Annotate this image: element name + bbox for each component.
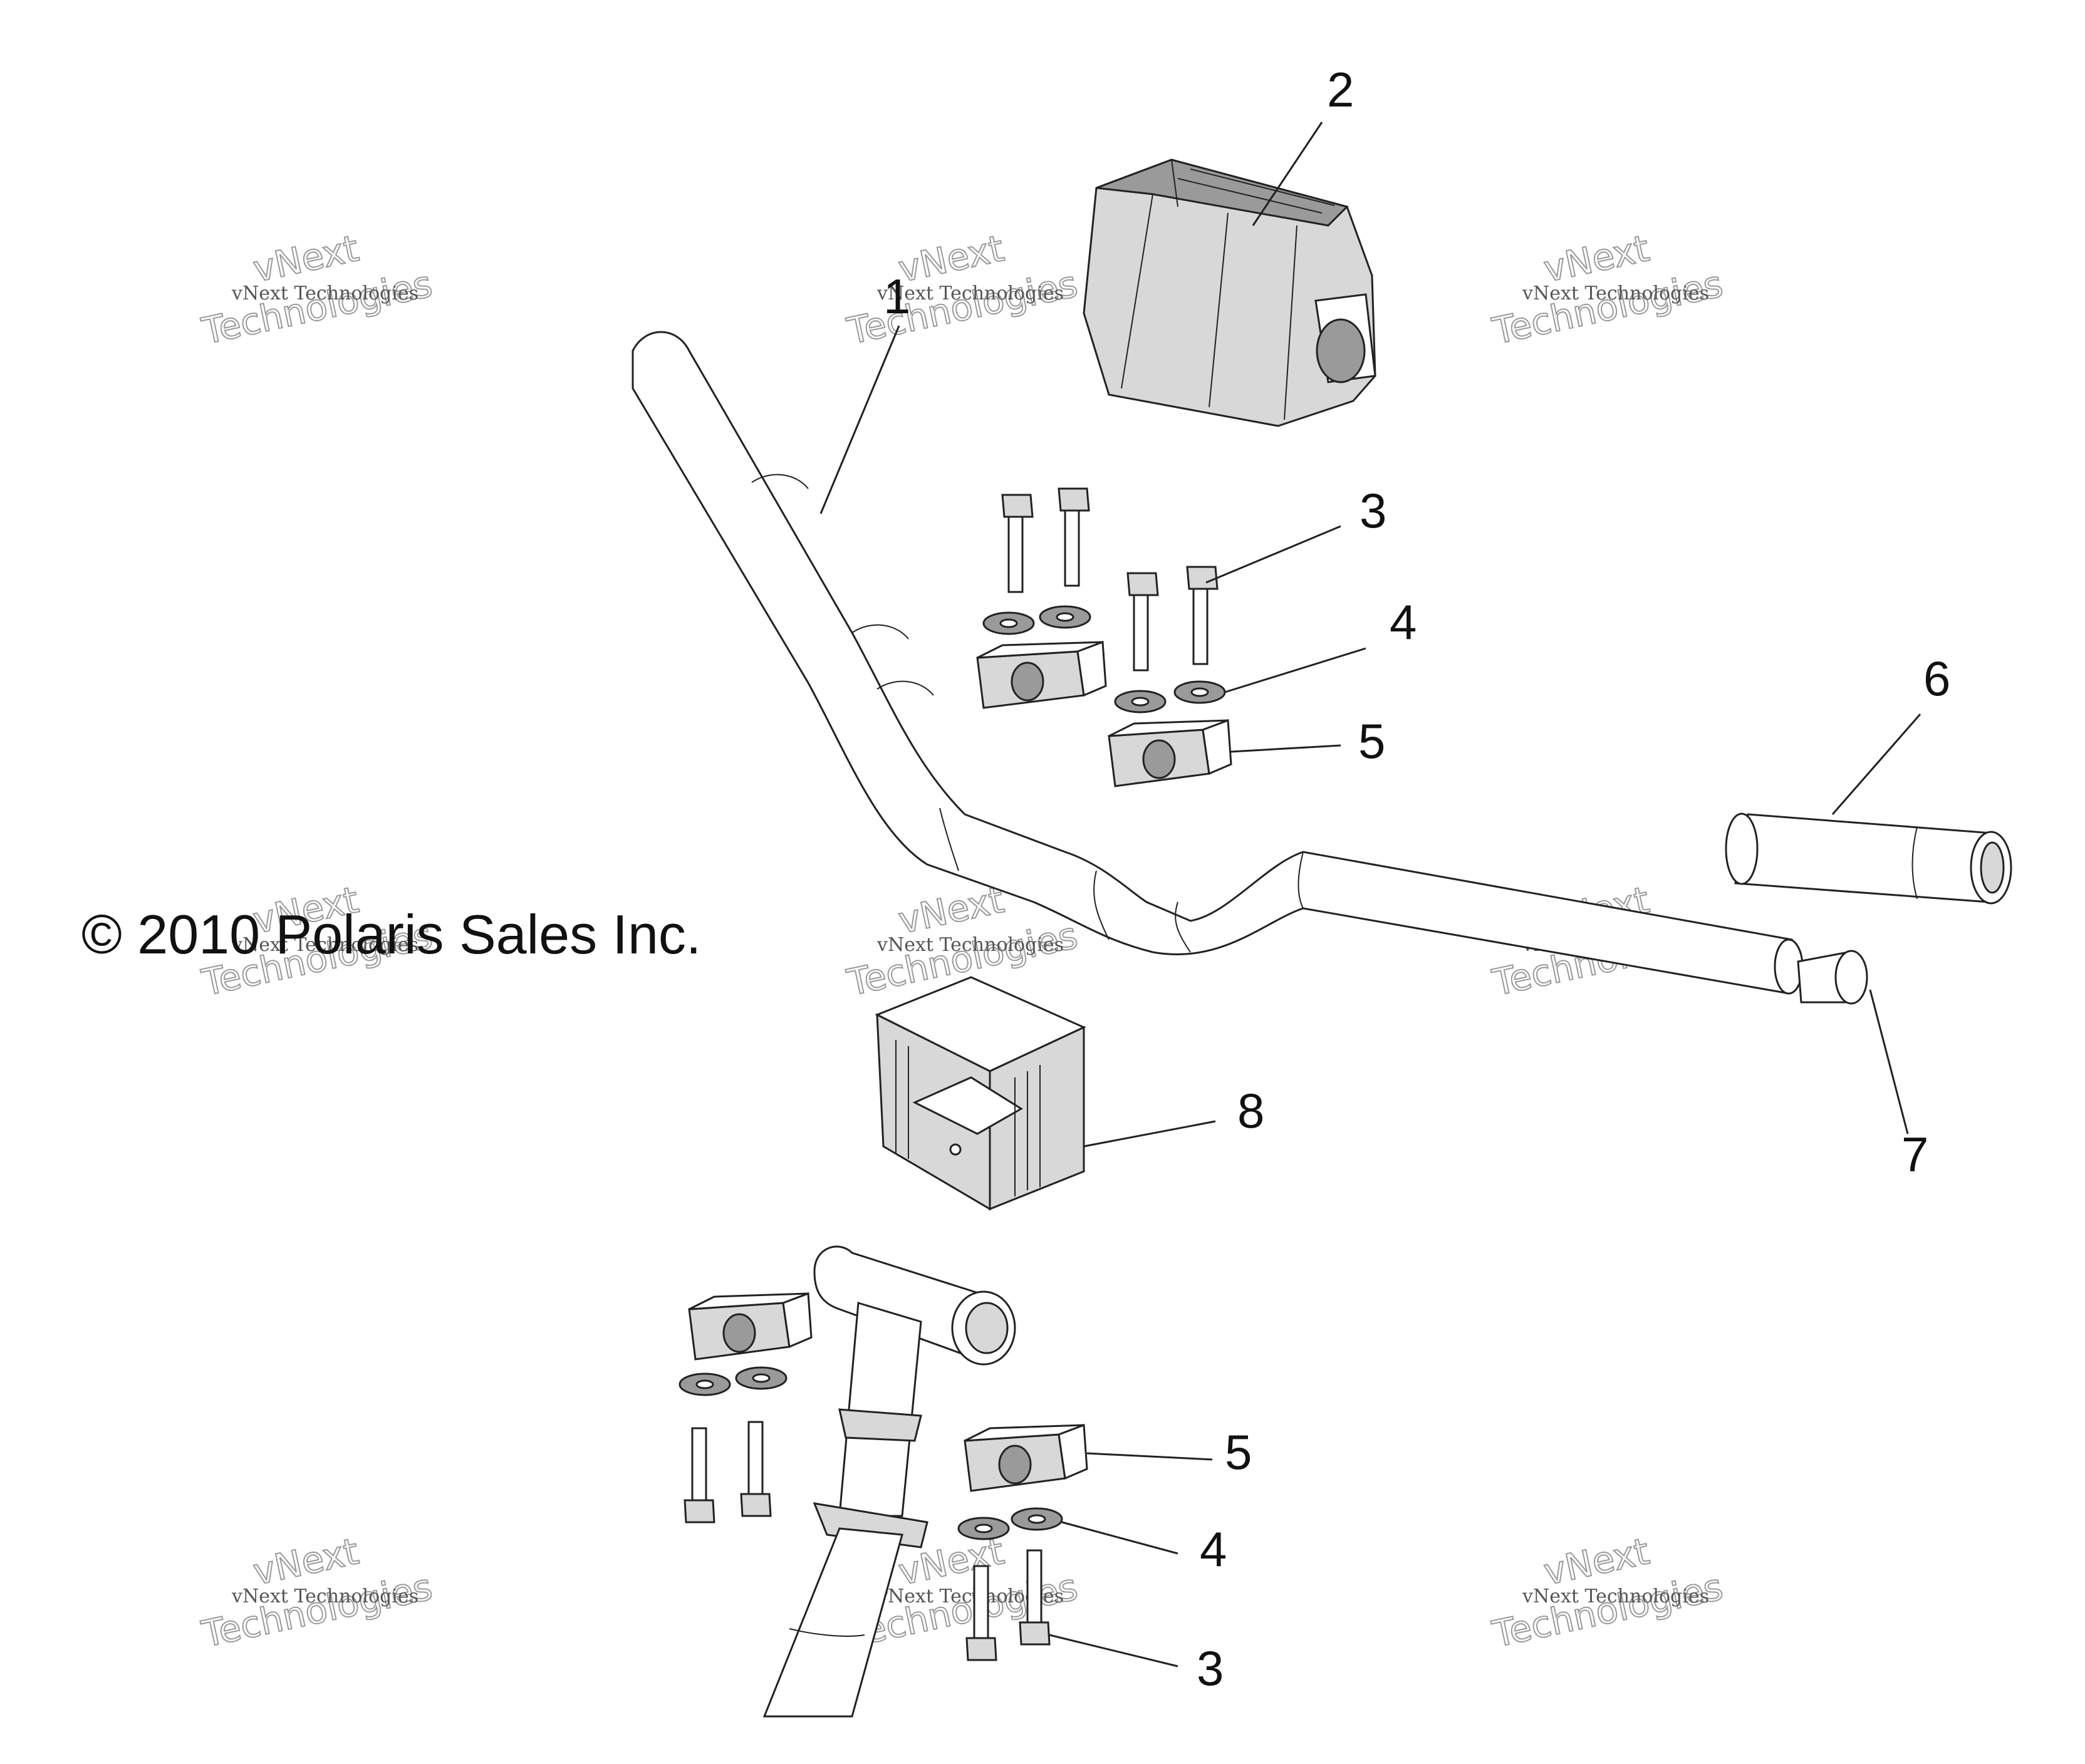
watermark-small: vNext Technologies — [1522, 283, 1709, 304]
callout-2: 2 — [1327, 62, 1354, 117]
callout-5: 5 — [1358, 713, 1385, 769]
watermark-small: vNext Technologies — [1522, 1585, 1709, 1607]
end-plug — [1797, 950, 1868, 1005]
handlebar-pad — [1083, 158, 1376, 427]
watermark-small: vNext Technologies — [231, 934, 419, 956]
lower-clamp-hardware — [679, 1292, 1088, 1661]
callout-3: 3 — [1360, 483, 1386, 538]
callout-4-lower: 4 — [1200, 1522, 1227, 1577]
leader-lines — [819, 122, 1921, 1668]
watermark-small: vNext Technologies — [231, 283, 419, 304]
handlebar — [632, 331, 1804, 995]
watermark-small: vNext Technologies — [231, 1585, 419, 1607]
copyright-text: © 2010 Polaris Sales Inc. — [81, 903, 701, 965]
callout-3-lower: 3 — [1197, 1641, 1224, 1696]
riser-block — [875, 976, 1086, 1211]
watermark-small: vNext Technologies — [876, 283, 1064, 304]
callout-6: 6 — [1923, 651, 1950, 706]
callouts: 1 2 3 4 5 6 7 8 5 4 3 — [883, 62, 1950, 1696]
steering-post — [762, 1245, 1016, 1718]
callout-5-lower: 5 — [1225, 1424, 1252, 1480]
upper-clamp-hardware — [976, 487, 1232, 787]
callout-1: 1 — [883, 269, 910, 324]
watermark-small: vNext Technologies — [876, 934, 1064, 956]
callout-8: 8 — [1237, 1083, 1264, 1138]
callout-7: 7 — [1901, 1127, 1928, 1182]
grip — [1725, 812, 2012, 905]
callout-4: 4 — [1390, 594, 1417, 650]
